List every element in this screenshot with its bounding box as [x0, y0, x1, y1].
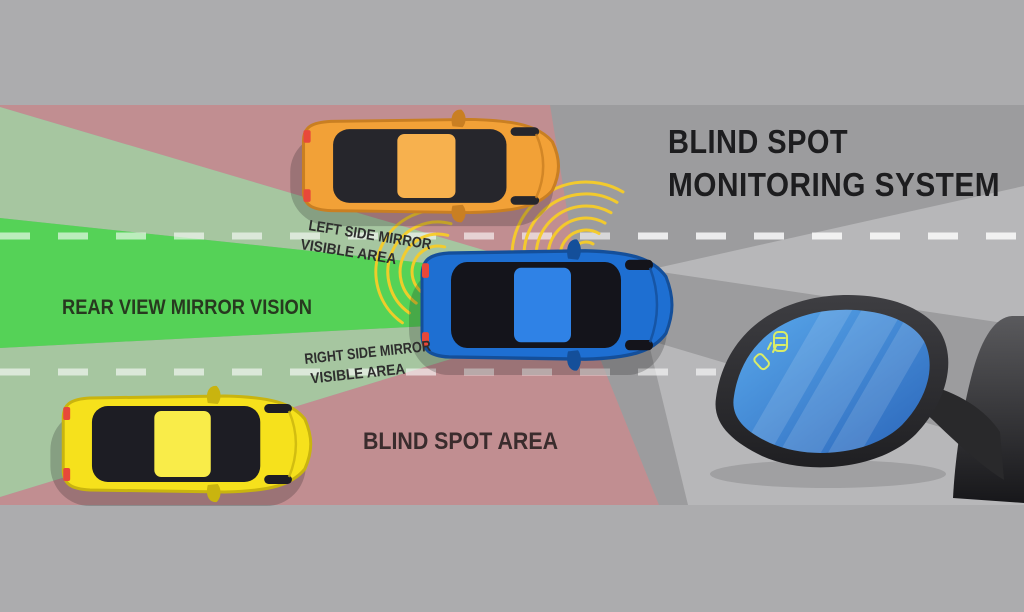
yellow-car: [50, 385, 311, 506]
orange-car: [290, 109, 559, 227]
mirror-arm: [918, 384, 1004, 480]
blind-spot-warning-icon: [753, 331, 788, 371]
title-line2: MONITORING SYSTEM: [668, 166, 1000, 203]
title-line1: BLIND SPOT: [668, 123, 848, 160]
rear-view-label: REAR VIEW MIRROR VISION: [62, 296, 312, 319]
blue-car: [409, 239, 672, 376]
driver-car-body: [953, 316, 1024, 503]
blind-spot-label: BLIND SPOT AREA: [363, 428, 558, 455]
title: BLIND SPOT MONITORING SYSTEM: [668, 123, 1000, 203]
headlight-beam-upper: [648, 186, 1024, 326]
mirror-shadow: [710, 460, 946, 488]
annotations: BLIND SPOT MONITORING SYSTEM REAR VIEW M…: [62, 123, 1000, 455]
